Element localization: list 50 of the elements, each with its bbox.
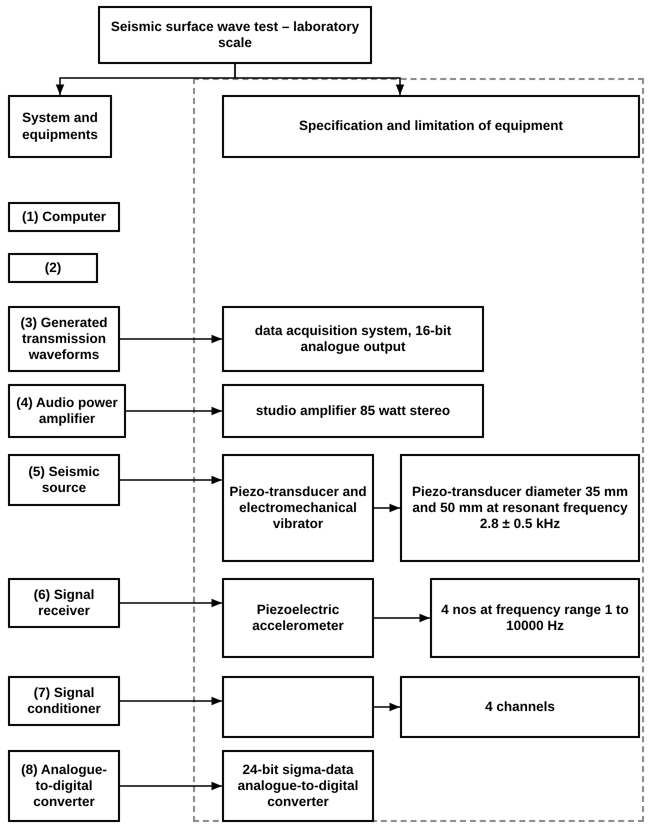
process-box: [8, 384, 126, 438]
process-box: [400, 676, 640, 738]
node-label: 4 nos at frequency range 1 to 10000 Hz: [440, 602, 630, 634]
arrow: [374, 504, 400, 512]
process-box: [222, 384, 484, 438]
node-label: Piezo-transducer diameter 35 mm and 50 mm at resonant frequency 2.8 ± 0.5 kHz: [410, 484, 630, 532]
arrow: [126, 406, 222, 416]
node-label: studio amplifier 85 watt stereo: [254, 402, 452, 420]
process-box: [98, 6, 372, 64]
process-box: [222, 578, 374, 658]
process-box: [8, 202, 120, 232]
node-label: (4) Audio power amplifier: [15, 394, 119, 428]
process-box: [222, 676, 374, 738]
node-label: Specification and limitation of equipment: [298, 118, 564, 135]
node-label: Seismic surface wave test – laboratory scale: [110, 18, 360, 52]
process-box: [8, 95, 112, 158]
node-label: 4 channels: [484, 698, 556, 716]
node-label: (1) Computer: [21, 208, 107, 226]
arrow: [234, 64, 404, 95]
process-box: [8, 750, 120, 822]
process-box: [222, 454, 374, 562]
node-label: System and equipments: [21, 110, 99, 143]
dashed-group-region: [193, 78, 644, 822]
process-box: [430, 578, 640, 658]
arrow: [120, 476, 222, 484]
arrow: [120, 598, 222, 608]
arrow: [120, 334, 222, 344]
node-label: data acquisition system, 16-bit analogue output: [254, 322, 452, 356]
process-box: [400, 454, 640, 562]
arrow: [374, 614, 430, 622]
node-label: (8) Analogue-to-digital converter: [20, 762, 108, 810]
process-box: [8, 454, 120, 506]
process-box: [8, 306, 120, 372]
arrow: [374, 702, 400, 712]
process-box: [222, 750, 374, 822]
process-box: [8, 578, 120, 628]
arrow: [120, 782, 222, 790]
process-box: [222, 95, 640, 158]
node-label: (7) Signal conditioner: [26, 684, 102, 718]
node-label: (5) Seismic source: [27, 464, 101, 496]
process-box: [222, 306, 484, 372]
node-label: 24-bit sigma-data analogue-to-digital converter: [236, 762, 360, 810]
process-box: [8, 253, 98, 283]
node-label: (3) Generated transmission waveforms: [19, 314, 109, 364]
node-label: (6) Signal receiver: [32, 586, 96, 620]
node-label: Piezo-transducer and electromechanical vibrator: [228, 484, 368, 532]
arrow: [120, 696, 222, 706]
node-label: Piezoelectric accelerometer: [251, 602, 345, 634]
node-label: (2): [44, 260, 62, 276]
process-box: [8, 676, 120, 726]
